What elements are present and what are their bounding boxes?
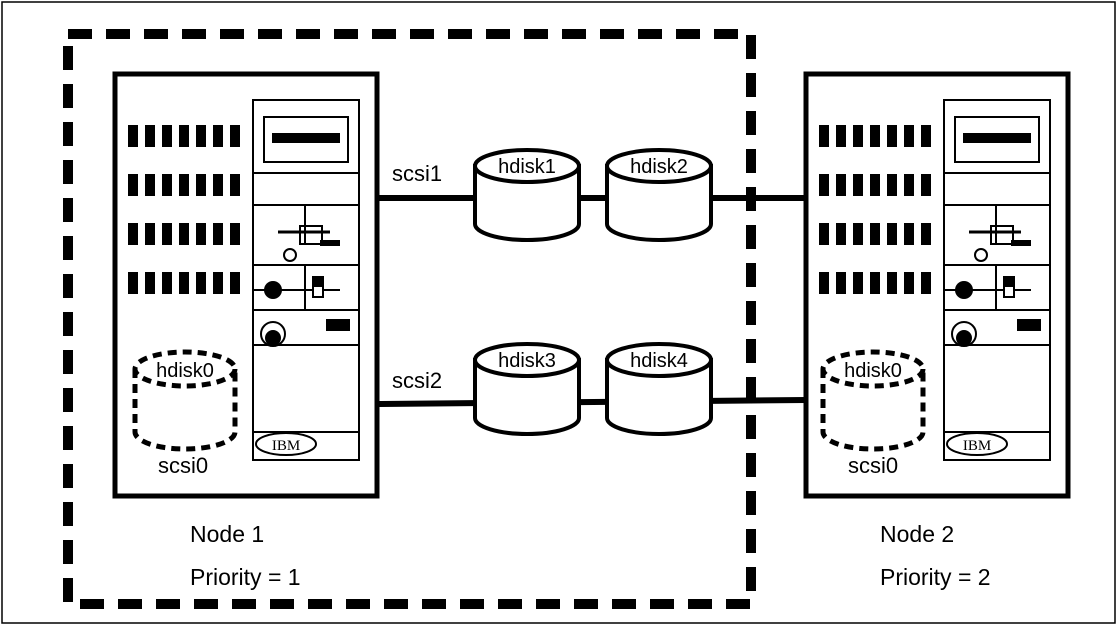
resource-group-boundary bbox=[63, 29, 756, 609]
node-2-local-adapter-label: scsi0 bbox=[848, 453, 898, 478]
hdisk2-label: hdisk2 bbox=[630, 156, 688, 178]
node-1-server: IBM hdisk0 scsi0 bbox=[112, 71, 380, 499]
node-2-priority: Priority = 2 bbox=[880, 564, 991, 590]
node-1-ibm-text: IBM bbox=[272, 438, 300, 454]
node-1-priority: Priority = 1 bbox=[190, 564, 301, 590]
node-2-local-disk bbox=[820, 349, 926, 452]
node-2-front-panel bbox=[943, 99, 1051, 461]
shared-disk-hdisk2 bbox=[605, 148, 713, 242]
node-1-front-panel bbox=[252, 99, 360, 461]
node-2-local-disk-label: hdisk0 bbox=[844, 360, 902, 382]
node-2-ibm-text: IBM bbox=[963, 438, 991, 454]
node-2-ibm-logo bbox=[946, 432, 1008, 456]
node-1-vents bbox=[128, 125, 240, 294]
hdisk3-label: hdisk3 bbox=[498, 350, 556, 372]
node-2-vents bbox=[819, 125, 931, 294]
node-1-local-adapter-label: scsi0 bbox=[158, 453, 208, 478]
hdisk4-label: hdisk4 bbox=[630, 350, 688, 372]
node-1-name: Node 1 bbox=[190, 521, 264, 547]
node-1-local-disk-label: hdisk0 bbox=[156, 360, 214, 382]
scsi2-label: scsi2 bbox=[392, 368, 442, 393]
node-2-server: IBM hdisk0 scsi0 bbox=[803, 71, 1071, 499]
shared-disk-hdisk3 bbox=[473, 342, 581, 436]
hdisk1-label: hdisk1 bbox=[498, 156, 556, 178]
shared-disk-hdisk4 bbox=[605, 342, 713, 436]
node-1-ibm-logo bbox=[255, 432, 317, 456]
scsi2-bus-line bbox=[376, 397, 807, 407]
scsi1-label: scsi1 bbox=[392, 161, 442, 186]
node-1-local-disk bbox=[132, 349, 238, 452]
node-2-name: Node 2 bbox=[880, 521, 954, 547]
shared-disk-hdisk1 bbox=[473, 148, 581, 242]
